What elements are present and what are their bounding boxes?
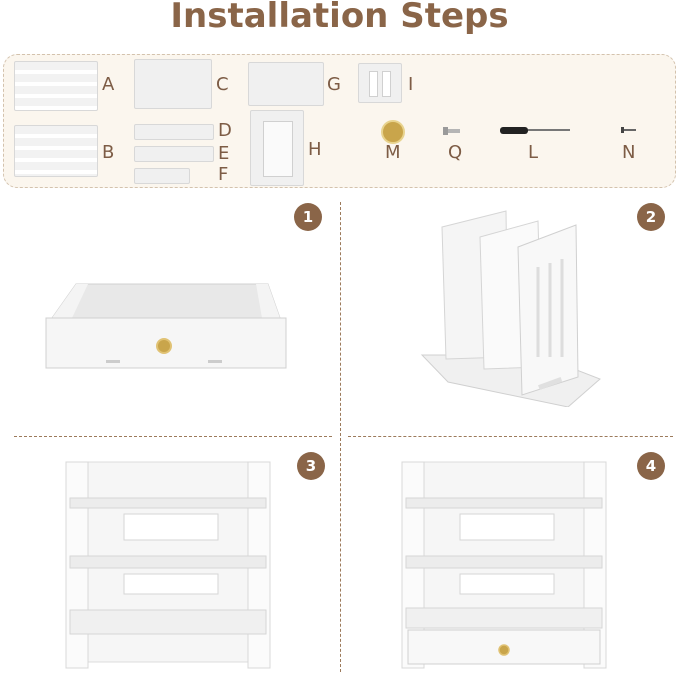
- part-f-label: F: [218, 164, 229, 185]
- divider-horizontal-right: [348, 436, 673, 437]
- part-h-label: H: [308, 139, 322, 160]
- parts-panel: [3, 54, 676, 188]
- lock-icon: [381, 120, 405, 144]
- part-g-panel: [248, 62, 324, 106]
- divider-vertical: [340, 202, 341, 672]
- part-b-panel: [14, 125, 98, 177]
- part-h-panel: [250, 110, 304, 186]
- part-d-label: D: [218, 120, 232, 141]
- part-e-label: E: [218, 143, 230, 164]
- step-1-badge: 1: [294, 203, 322, 231]
- step-2-badge: 2: [637, 203, 665, 231]
- step-4-shelf-drawer-image: [401, 461, 607, 669]
- part-c-label: C: [216, 74, 229, 95]
- step-1-drawer-image: [45, 283, 287, 369]
- nail-icon: [621, 127, 636, 133]
- part-i-panel: [358, 63, 402, 103]
- part-c-panel: [134, 59, 212, 109]
- part-g-label: G: [327, 74, 341, 95]
- step-3-shelf-image: [65, 461, 271, 669]
- part-a-label: A: [102, 74, 115, 95]
- part-e-panel: [134, 146, 214, 162]
- screw-icon: [443, 127, 460, 135]
- part-m-label: M: [385, 142, 401, 163]
- part-q-label: Q: [448, 142, 463, 163]
- part-d-panel: [134, 124, 214, 140]
- part-b-label: B: [102, 142, 115, 163]
- part-n-label: N: [622, 142, 636, 163]
- part-a-panel: [14, 61, 98, 111]
- page-title: Installation Steps: [170, 0, 509, 36]
- screwdriver-icon: [500, 127, 570, 134]
- step-2-frame-image: [420, 210, 601, 407]
- step-3-badge: 3: [297, 452, 325, 480]
- step-4-badge: 4: [637, 452, 665, 480]
- divider-horizontal-left: [14, 436, 332, 437]
- part-f-panel: [134, 168, 190, 184]
- part-l-label: L: [528, 142, 539, 163]
- part-i-label: I: [408, 74, 414, 95]
